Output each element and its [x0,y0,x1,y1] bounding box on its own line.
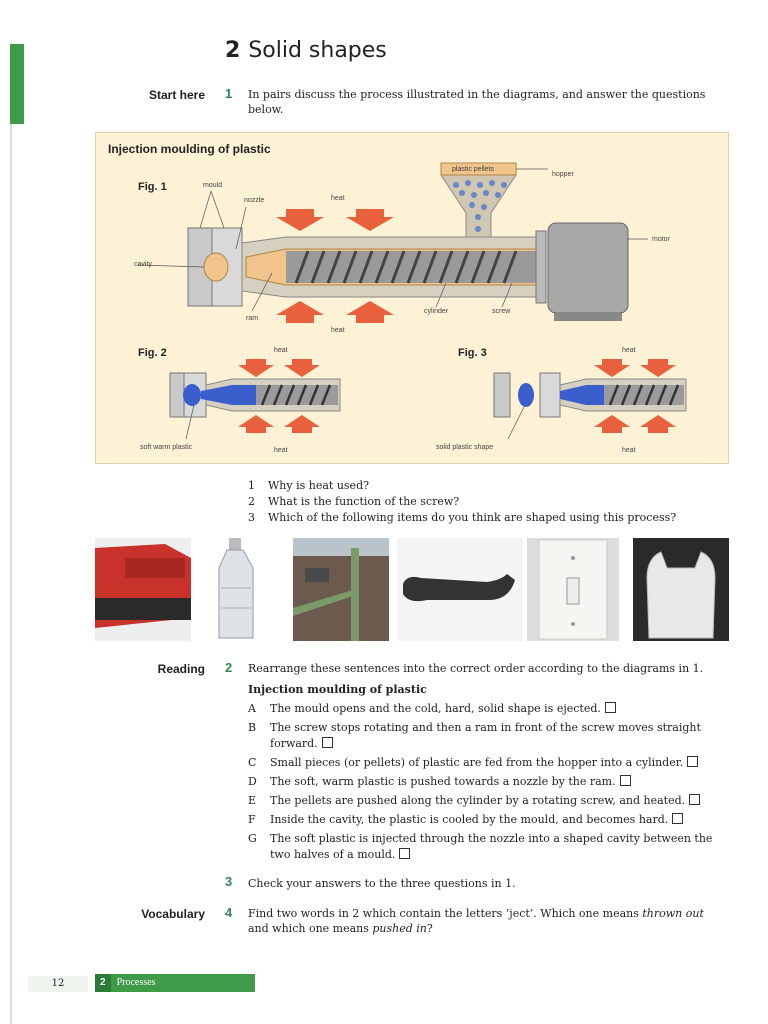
label-fig2-heat-top: heat [274,347,288,354]
label-motor: motor [652,236,670,243]
exercise-2-instructions: Rearrange these sentences into the corre… [248,662,704,675]
answer-box[interactable] [687,756,699,767]
fig3-machine [493,359,687,440]
label-ram: ram [246,315,259,322]
label-mould: mould [203,182,223,189]
label-solid-plastic-shape: solid plastic shape [436,444,494,451]
fig2-machine [169,359,341,440]
unit-title: 2 Solid shapes [225,38,387,63]
label-heat-bottom: heat [331,327,345,334]
car-bumper-photo [95,538,191,641]
machine-drawing [137,162,687,440]
photo-strip [95,538,729,641]
answer-box[interactable] [399,848,411,859]
unit-title-text: Solid shapes [248,38,387,63]
label-plastic-pellets: plastic pellets [452,166,495,173]
answer-box[interactable] [321,737,333,748]
water-bottle-photo [215,538,259,641]
chapter-number: 2 [95,974,111,992]
injection-moulding-diagram: Injection moulding of plastic Fig. 1 Fig… [95,132,729,464]
label-cylinder: cylinder [424,308,449,315]
start-here-label: Start here [148,88,205,102]
exercise-3-instructions: Check your answers to the three question… [248,877,516,890]
answer-box[interactable] [619,775,631,786]
margin-line [10,124,12,1024]
fig2-label: Fig. 2 [138,347,167,359]
answer-box[interactable] [672,813,684,824]
plastic-bag-photo [633,538,729,641]
exercise-1-number: 1 [225,86,233,101]
vocabulary-label: Vocabulary [141,907,205,921]
exercise-4-number: 4 [225,905,233,920]
label-hopper: hopper [552,171,574,178]
fig1-label: Fig. 1 [138,181,167,193]
label-soft-warm-plastic: soft warm plastic [140,444,193,451]
exercise-2-number: 2 [225,660,233,675]
drainpipe-photo [293,538,389,641]
diagram-title: Injection moulding of plastic [108,142,271,156]
telephone-handset-photo [397,538,523,641]
page-number: 12 [28,976,88,992]
chapter-name: Processes [116,977,156,988]
answer-box[interactable] [604,702,616,713]
exercise-4-instructions: Find two words in 2 which contain the le… [248,907,704,935]
label-nozzle: nozzle [244,197,265,204]
exercise-1-instructions: In pairs discuss the process illustrated… [248,88,706,116]
chapter-tab: 2 Processes [95,974,255,992]
reading-label: Reading [157,662,205,676]
fig3-label: Fig. 3 [458,347,487,359]
light-switch-photo [527,538,619,641]
reading-heading: Injection moulding of plastic [248,683,427,696]
unit-number: 2 [225,38,241,63]
label-screw: screw [492,308,511,315]
label-heat-top: heat [331,195,345,202]
fig1-machine [137,162,648,323]
margin-accent-bar [10,44,24,124]
exercise-3-number: 3 [225,874,233,889]
label-fig2-heat-bottom: heat [274,447,288,454]
answer-box[interactable] [689,794,701,805]
label-fig3-heat-bottom: heat [622,447,636,454]
label-fig3-heat-top: heat [622,347,636,354]
label-cavity: cavity [134,261,152,268]
